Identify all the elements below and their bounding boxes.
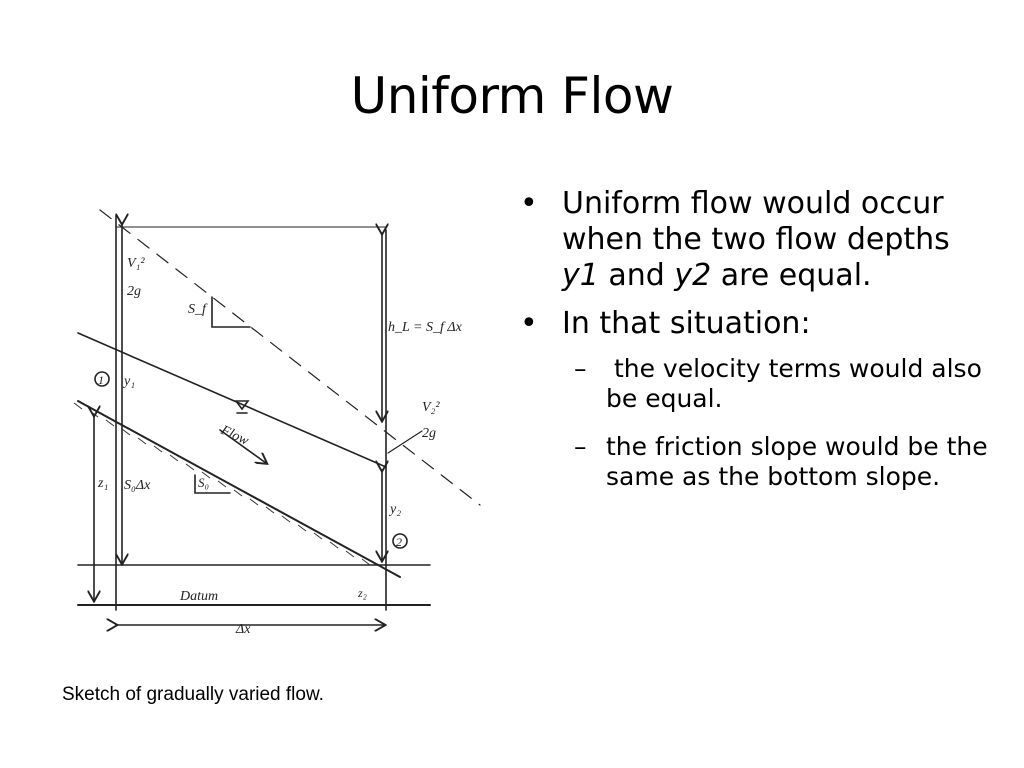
- sub-bullet-dash: –: [574, 354, 587, 383]
- datum-label: Datum: [179, 589, 218, 604]
- v2-label: V₂²: [422, 400, 440, 415]
- bullet-item: • Uniform flow would occur when the two …: [520, 186, 990, 294]
- sub-bullet-item: – the friction slope would be the same a…: [520, 432, 990, 492]
- bullet-dot: •: [520, 306, 538, 341]
- 2g-label-2: 2g: [422, 426, 436, 441]
- flow-label: Flow: [217, 423, 251, 449]
- sf-label: S_f: [188, 302, 208, 317]
- sub-bullet-dash: –: [574, 432, 587, 461]
- dx-label: Δx: [235, 622, 251, 637]
- y1-term: y1: [562, 258, 599, 293]
- 2g-label-1: 2g: [127, 284, 141, 299]
- bullet-dot: •: [520, 186, 538, 221]
- y2-term: y2: [674, 258, 712, 293]
- bullet-list: • Uniform flow would occur when the two …: [520, 186, 990, 510]
- gradually-varied-flow-sketch: V₁² 2g S_f 1 y₁ Flow z₁ S₀Δx S₀ h_L = S_…: [73, 209, 481, 637]
- z2-label: z₂: [357, 586, 367, 600]
- sub-bullet-item: – the velocity terms would also be equal…: [520, 354, 990, 414]
- bullet-text-part: and: [598, 258, 675, 293]
- slide-title: Uniform Flow: [350, 67, 674, 125]
- section-1-label: 1: [98, 373, 104, 387]
- bullet-text: In that situation:: [562, 306, 811, 341]
- section-2-label: 2: [396, 535, 402, 549]
- so-dx-label: S₀Δx: [124, 478, 151, 493]
- v1-label: V₁²: [127, 256, 145, 271]
- bullet-text-part: are equal.: [711, 258, 872, 293]
- figure-caption: Sketch of gradually varied flow.: [62, 684, 324, 705]
- z1-label: z₁: [97, 476, 108, 491]
- bullet-text-part: Uniform flow would occur when the two fl…: [562, 186, 950, 257]
- channel-bottom-line: [77, 400, 401, 578]
- sub-bullet-text: the friction slope would be the same as …: [606, 432, 988, 491]
- energy-grade-line: [99, 209, 481, 506]
- hl-label: h_L = S_f Δx: [388, 320, 463, 335]
- y2-label: y₂: [388, 502, 401, 517]
- y1-label: y₁: [122, 374, 135, 389]
- water-surface-line: [77, 332, 387, 468]
- so-label: S₀: [198, 475, 209, 490]
- sub-bullet-text: the velocity terms would also be equal.: [606, 354, 990, 413]
- bullet-item: • In that situation:: [520, 306, 990, 342]
